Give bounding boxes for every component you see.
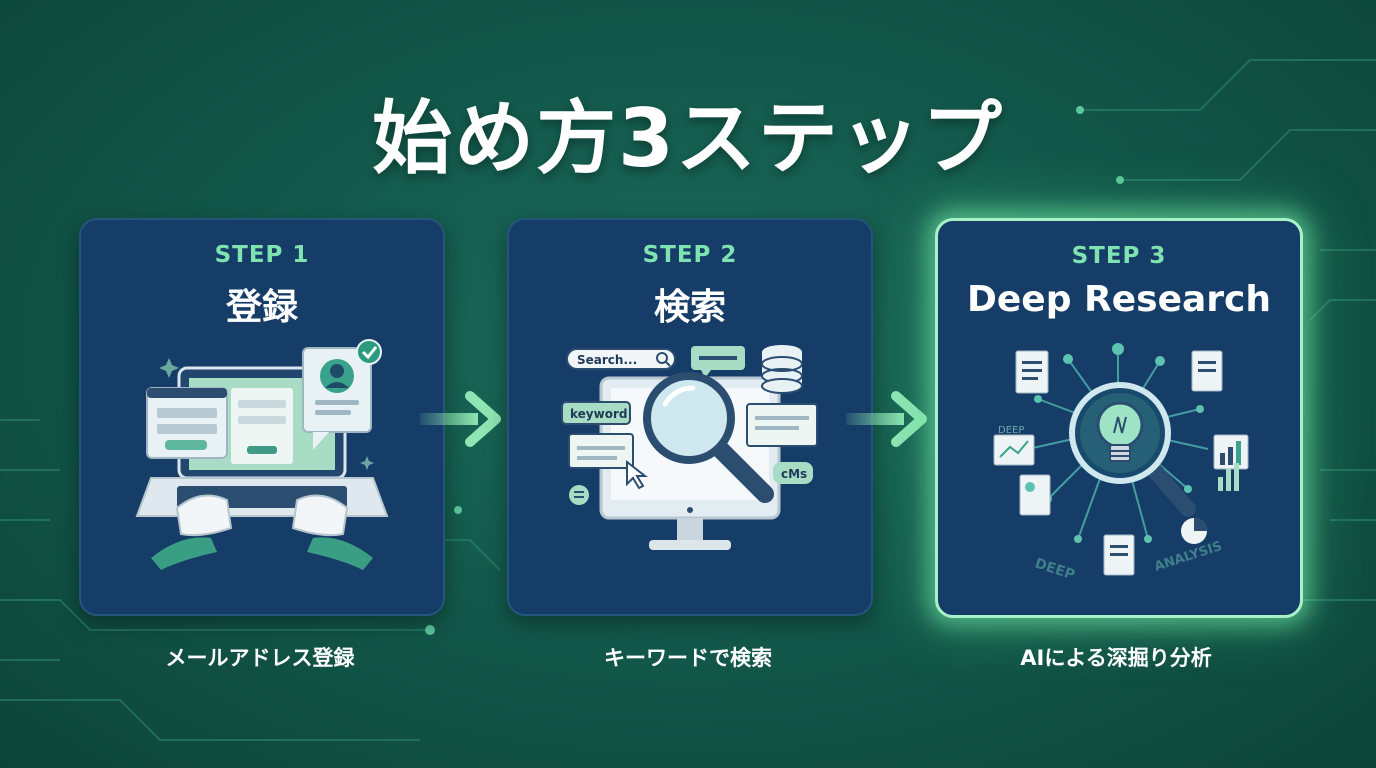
chat-bubble-icon <box>691 346 745 378</box>
svg-text:DEEP: DEEP <box>998 425 1024 436</box>
search-monitor-illustration: Search... keyword cMs <box>561 345 818 550</box>
step-label: STEP 2 <box>642 242 738 268</box>
step-caption-2: キーワードで検索 <box>604 646 772 670</box>
lightbulb-icon <box>1069 382 1196 517</box>
step-title: Deep Research <box>966 279 1271 320</box>
magnifier-icon <box>643 372 774 503</box>
svg-text:cMs: cMs <box>781 467 807 481</box>
svg-text:Search...: Search... <box>577 353 637 367</box>
arrow-right-icon <box>846 391 927 447</box>
database-icon <box>761 345 803 394</box>
document-icon <box>1015 350 1223 576</box>
page-title: 始め方3ステップ <box>372 92 1004 185</box>
search-bar: Search... <box>566 348 676 370</box>
step-title: 検索 <box>653 287 726 328</box>
step-card-2: STEP 2 検索 Search... <box>507 218 873 616</box>
arrow-right-icon <box>420 391 501 447</box>
user-profile-icon <box>302 347 372 450</box>
svg-text:keyword: keyword <box>570 407 627 421</box>
chart-icon <box>993 434 1249 544</box>
step-label: STEP 3 <box>1071 243 1167 269</box>
form-window-icon <box>146 387 228 459</box>
svg-text:ANALYSIS: ANALYSIS <box>1153 539 1224 575</box>
step-caption-1: メールアドレス登録 <box>165 646 355 670</box>
deep-research-illustration: DEEP DEEP ANALYSIS <box>993 343 1249 584</box>
svg-text:DEEP: DEEP <box>1033 556 1077 584</box>
step-title: 登録 <box>225 287 298 328</box>
cms-tag: cMs <box>773 462 813 484</box>
step-card-3: STEP 3 Deep Research <box>935 218 1303 618</box>
keyword-tag: keyword <box>561 401 631 425</box>
registration-laptop-illustration <box>135 339 389 570</box>
step-caption-3: AIによる深掘り分析 <box>1020 646 1212 670</box>
typing-hands-icon <box>151 494 373 570</box>
step-label: STEP 1 <box>214 242 310 268</box>
step-card-1: STEP 1 登録 <box>79 218 445 616</box>
check-icon <box>356 339 382 365</box>
